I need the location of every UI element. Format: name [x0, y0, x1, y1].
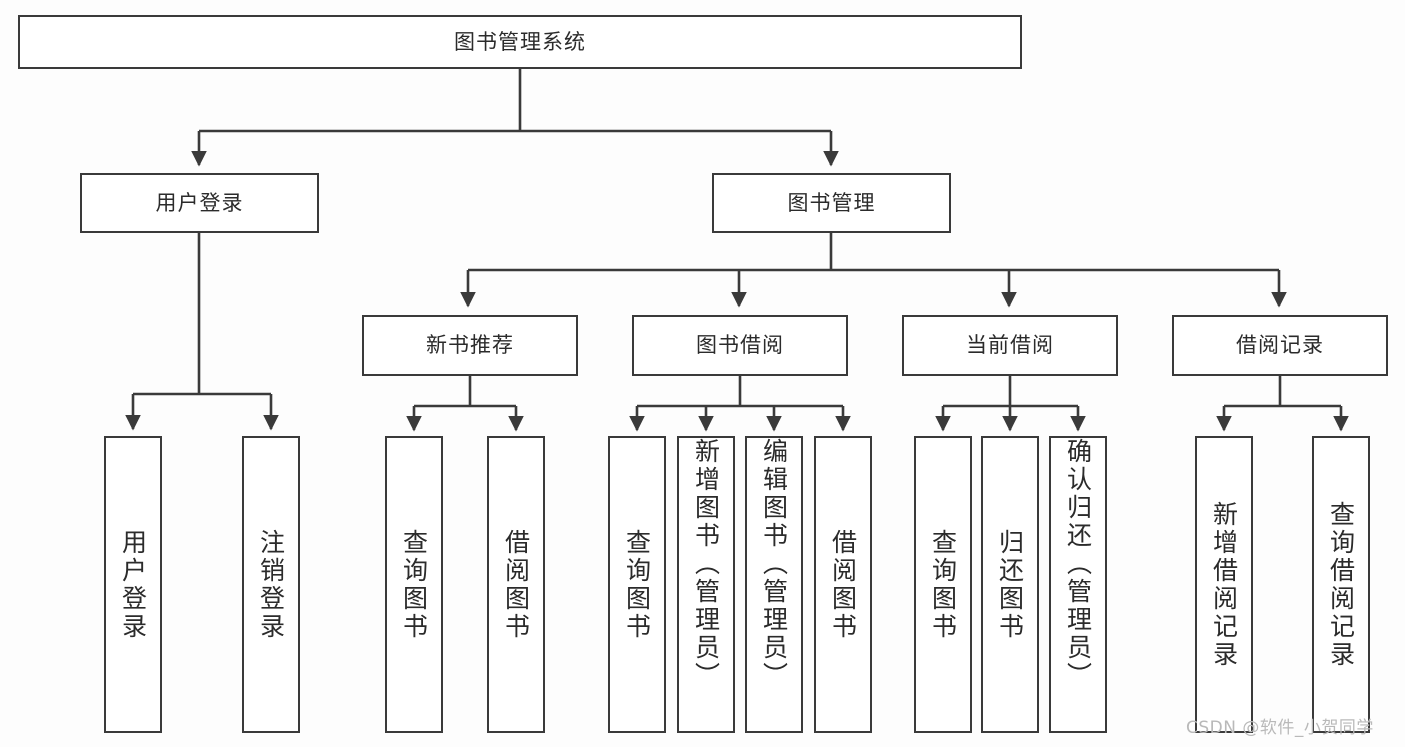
- leaf-return-book[interactable]: 归还图书: [981, 436, 1039, 733]
- node-label: 编辑图书（管理员）: [759, 438, 789, 690]
- leaf-logout[interactable]: 注销登录: [242, 436, 300, 733]
- node-user-login[interactable]: 用户登录: [80, 173, 319, 233]
- node-current-borrow[interactable]: 当前借阅: [902, 315, 1118, 376]
- node-label: 新增借阅记录: [1209, 500, 1239, 669]
- node-label: 查询图书: [928, 528, 958, 641]
- node-label: 图书借阅: [696, 333, 784, 358]
- leaf-edit-book-admin[interactable]: 编辑图书（管理员）: [745, 436, 803, 733]
- leaf-borrow-book-recommend[interactable]: 借阅图书: [487, 436, 545, 733]
- node-label: 借阅记录: [1236, 333, 1324, 358]
- node-borrow-record[interactable]: 借阅记录: [1172, 315, 1388, 376]
- node-label: 查询借阅记录: [1326, 500, 1356, 669]
- node-label: 借阅图书: [828, 528, 858, 641]
- leaf-query-borrow-record[interactable]: 查询借阅记录: [1312, 436, 1370, 733]
- node-label: 借阅图书: [501, 528, 531, 641]
- node-label: 确认归还（管理员）: [1063, 438, 1093, 690]
- leaf-confirm-return-admin[interactable]: 确认归还（管理员）: [1049, 436, 1107, 733]
- leaf-user-login[interactable]: 用户登录: [104, 436, 162, 733]
- node-label: 用户登录: [155, 190, 244, 215]
- leaf-add-borrow-record[interactable]: 新增借阅记录: [1195, 436, 1253, 733]
- node-new-book-recommend[interactable]: 新书推荐: [362, 315, 578, 376]
- node-label: 用户登录: [118, 528, 148, 641]
- node-label: 归还图书: [995, 528, 1025, 641]
- node-label: 查询图书: [622, 528, 652, 641]
- leaf-query-book-borrow[interactable]: 查询图书: [608, 436, 666, 733]
- node-label: 当前借阅: [966, 333, 1054, 358]
- node-label: 查询图书: [399, 528, 429, 641]
- node-label: 图书管理系统: [454, 29, 586, 54]
- leaf-borrow-book[interactable]: 借阅图书: [814, 436, 872, 733]
- leaf-add-book-admin[interactable]: 新增图书（管理员）: [677, 436, 735, 733]
- leaf-query-book-current[interactable]: 查询图书: [914, 436, 972, 733]
- node-book-borrow[interactable]: 图书借阅: [632, 315, 848, 376]
- node-book-management[interactable]: 图书管理: [712, 173, 951, 233]
- node-label: 新增图书（管理员）: [691, 438, 721, 690]
- node-label: 新书推荐: [426, 333, 514, 358]
- node-label: 图书管理: [787, 190, 876, 215]
- node-root-book-management-system[interactable]: 图书管理系统: [18, 15, 1022, 69]
- leaf-query-book-recommend[interactable]: 查询图书: [385, 436, 443, 733]
- node-label: 注销登录: [256, 528, 286, 641]
